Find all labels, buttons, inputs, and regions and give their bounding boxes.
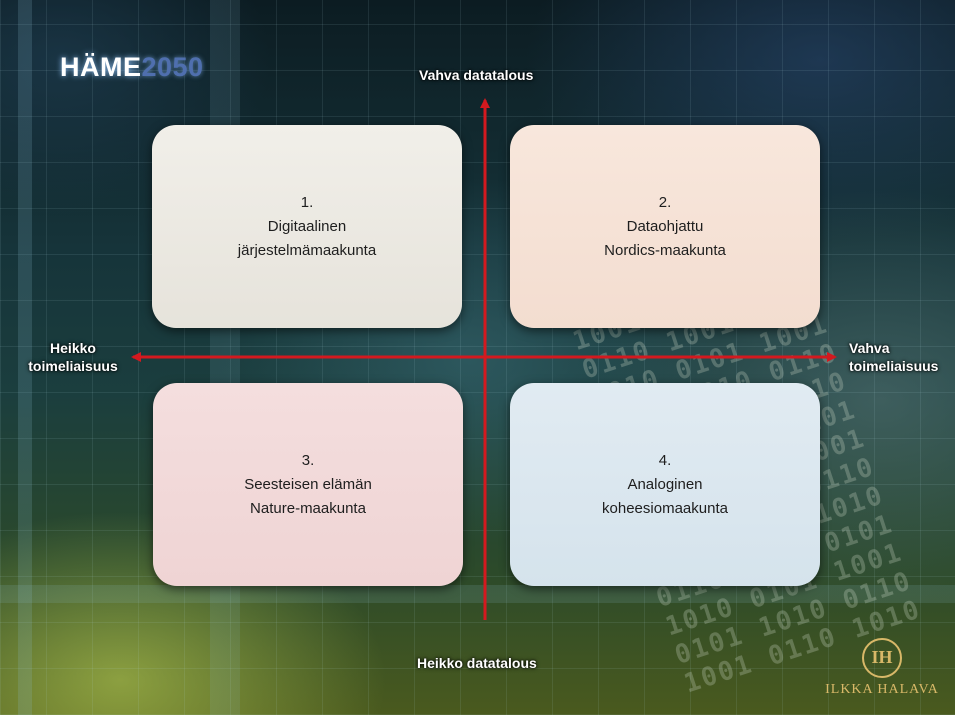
axis-label-right: Vahva toimeliaisuus xyxy=(849,339,955,375)
quadrant-2-box: 2. Dataohjattu Nordics-maakunta xyxy=(510,125,820,328)
quadrant-title-line1: Digitaalinen xyxy=(267,217,347,235)
quadrant-number: 4. xyxy=(658,451,672,469)
brand-title: HÄME2050 xyxy=(60,52,204,83)
quadrant-title-line1: Dataohjattu xyxy=(626,217,704,235)
monogram-icon: IH xyxy=(862,638,902,678)
quadrant-title-line1: Analoginen xyxy=(627,475,703,493)
brand-part2: 2050 xyxy=(141,52,204,82)
axis-label-right-line2: toimeliaisuus xyxy=(849,358,939,374)
axis-label-right-line1: Vahva xyxy=(849,340,890,356)
quadrant-number: 2. xyxy=(658,193,672,211)
quadrant-1-box: 1. Digitaalinen järjestelmämaakunta xyxy=(152,125,462,328)
quadrant-4-box: 4. Analoginen koheesiomaakunta xyxy=(510,383,820,586)
author-logo: IH ILKKA HALAVA xyxy=(812,638,952,708)
quadrant-title-line1: Seesteisen elämän xyxy=(244,475,372,493)
quadrant-title-line2: Nature-maakunta xyxy=(250,499,366,517)
quadrant-3-box: 3. Seesteisen elämän Nature-maakunta xyxy=(153,383,463,586)
quadrant-number: 1. xyxy=(300,193,314,211)
quadrant-number: 3. xyxy=(301,451,315,469)
axis-label-left: Heikko toimeliaisuus xyxy=(14,339,132,375)
quadrant-title-line2: järjestelmämaakunta xyxy=(237,241,377,259)
axis-label-bottom: Heikko datatalous xyxy=(417,655,537,671)
axis-label-left-line2: toimeliaisuus xyxy=(28,358,118,374)
axis-label-left-line1: Heikko xyxy=(50,340,96,356)
author-name: ILKKA HALAVA xyxy=(825,682,939,697)
axis-label-top: Vahva datatalous xyxy=(419,67,534,83)
brand-part1: HÄME xyxy=(60,52,142,82)
quadrant-title-line2: koheesiomaakunta xyxy=(602,499,728,517)
quadrant-title-line2: Nordics-maakunta xyxy=(604,241,726,259)
